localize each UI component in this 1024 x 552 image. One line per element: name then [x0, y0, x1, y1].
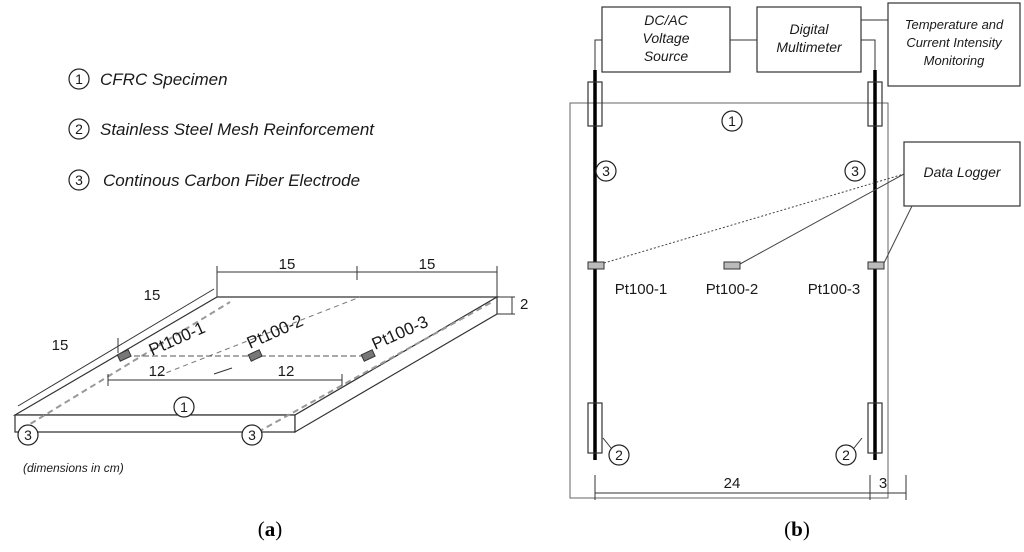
mesh-clamp-right-top [867, 81, 883, 127]
marker-a-specimen: 1 [180, 399, 188, 415]
legend-num-2: 2 [75, 121, 83, 137]
marker-a-electrode-left: 3 [24, 427, 32, 443]
dim-b-width: 24 [724, 475, 741, 492]
dim-a-span-left: 12 [149, 363, 166, 380]
sensor-a-3 [360, 349, 376, 362]
sensor-b-1 [587, 261, 605, 270]
legend-item-3: 3 Continous Carbon Fiber Electrode [68, 169, 360, 191]
multimeter-line-1: Digital [790, 21, 830, 37]
voltage-source-line-2: Voltage [643, 30, 690, 46]
marker-b-electrode-left: 3 [602, 163, 610, 179]
monitoring-line-1: Temperature and [905, 17, 1004, 32]
legend: 1 CFRC Specimen 2 Stainless Steel Mesh R… [68, 68, 375, 191]
sensor-a-2 [247, 349, 263, 362]
legend-item-2: 2 Stainless Steel Mesh Reinforcement [68, 118, 375, 140]
dim-a-span-right: 12 [278, 363, 295, 380]
voltage-source-box [601, 6, 731, 73]
electrode-right-line [257, 301, 493, 433]
sensor-a-1 [116, 349, 132, 362]
dim-a-top-left: 15 [279, 256, 296, 273]
sensor-b-2 [723, 261, 741, 270]
sensor-b-3 [867, 261, 885, 270]
monitoring-box [887, 2, 1021, 87]
legend-num-1: 1 [75, 71, 83, 87]
legend-item-1: 1 CFRC Specimen [68, 68, 228, 90]
electrode-left-line [21, 301, 231, 430]
sensor-b-label-2: Pt100-2 [706, 281, 759, 298]
data-logger-label: Data Logger [923, 164, 1001, 180]
mesh-clamp-left-top [587, 81, 603, 127]
caption-b: (b) [784, 517, 810, 541]
marker-b-specimen: 1 [728, 113, 736, 129]
legend-label-3: Continous Carbon Fiber Electrode [103, 171, 360, 190]
voltage-source-line-1: DC/AC [644, 12, 688, 28]
marker-b-electrode-right: 3 [851, 163, 859, 179]
sensor-b-label-1: Pt100-1 [615, 281, 668, 298]
voltage-source-line-3: Source [644, 48, 689, 64]
units-note: (dimensions in cm) [23, 461, 124, 475]
marker-a-electrode-right: 3 [248, 427, 256, 443]
dim-a-side-upper: 15 [144, 287, 161, 304]
monitoring-line-2: Current Intensity [906, 35, 1003, 50]
marker-b-mesh-right: 2 [842, 447, 850, 463]
dim-a-thickness: 2 [520, 296, 528, 313]
legend-label-1: CFRC Specimen [100, 70, 228, 89]
monitoring-line-3: Monitoring [924, 53, 985, 68]
legend-num-3: 3 [75, 172, 83, 188]
panel-a-slab-drawing: Pt100-1 Pt100-2 Pt100-3 15 15 2 15 15 12… [12, 256, 528, 475]
dim-a-side-lower: 15 [52, 337, 69, 354]
mesh-clamp-right-bottom [867, 402, 883, 454]
mesh-clamp-left-bottom [587, 402, 603, 454]
marker-b-mesh-left: 2 [615, 447, 623, 463]
dim-b-offset: 3 [879, 475, 887, 492]
multimeter-line-2: Multimeter [776, 39, 843, 55]
caption-a: (a) [258, 517, 283, 541]
specimen-outline [569, 102, 889, 499]
legend-label-2: Stainless Steel Mesh Reinforcement [100, 120, 375, 139]
data-logger-box [903, 141, 1021, 207]
sensor-b-label-3: Pt100-3 [808, 281, 861, 298]
panel-b-setup-drawing: DC/AC Voltage Source Digital Multimeter … [569, 2, 1021, 500]
dim-a-top-right: 15 [419, 256, 436, 273]
